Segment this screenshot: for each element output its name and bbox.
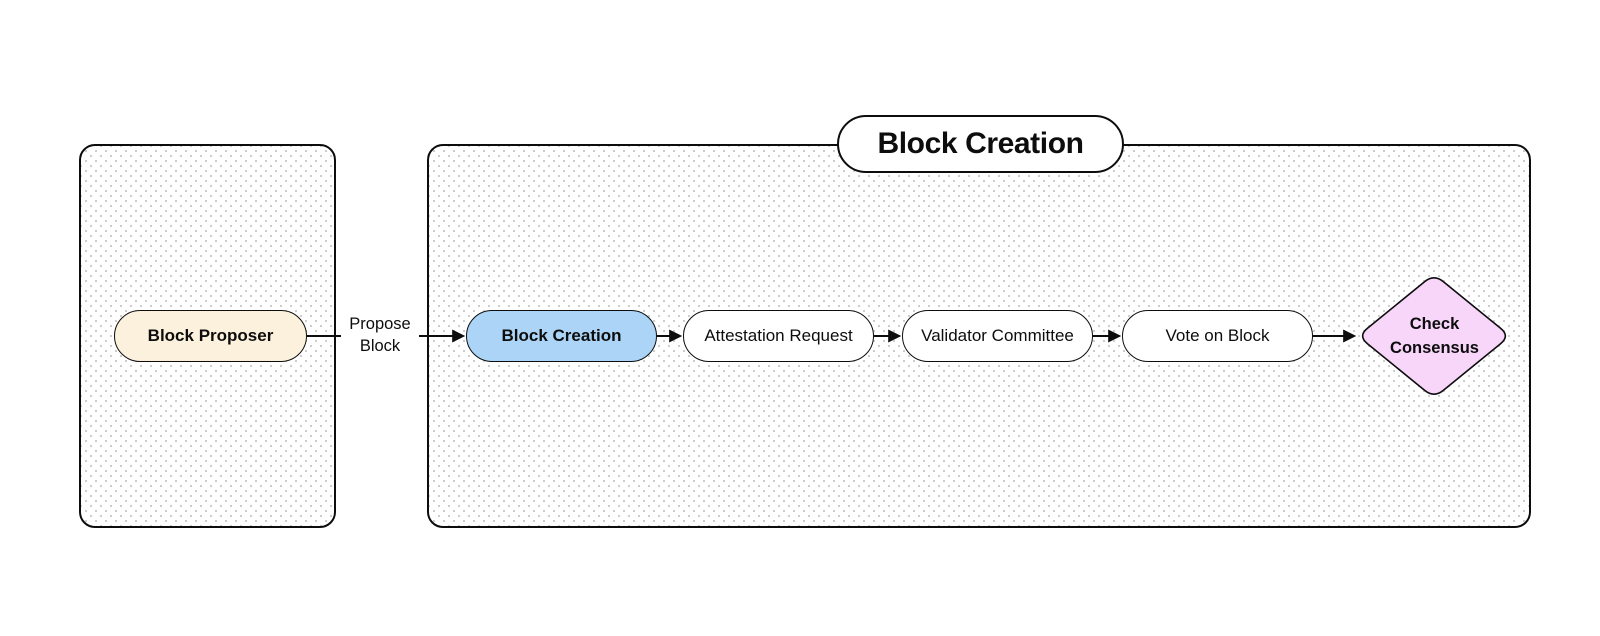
node-check-consensus-label: Check Consensus (1359, 311, 1510, 361)
node-check-consensus-shape (1361, 277, 1507, 395)
node-vote-on-block: Vote on Block (1122, 310, 1313, 362)
check-consensus-line2: Consensus (1390, 339, 1479, 357)
check-consensus-line1: Check (1409, 315, 1460, 333)
node-block-proposer: Block Proposer (114, 310, 307, 362)
node-validator-committee: Validator Committee (902, 310, 1093, 362)
cluster-title: Block Creation (837, 115, 1124, 173)
edge-label-propose-block: Propose Block (341, 311, 419, 359)
node-attestation-request: Attestation Request (683, 310, 874, 362)
node-block-creation: Block Creation (466, 310, 657, 362)
